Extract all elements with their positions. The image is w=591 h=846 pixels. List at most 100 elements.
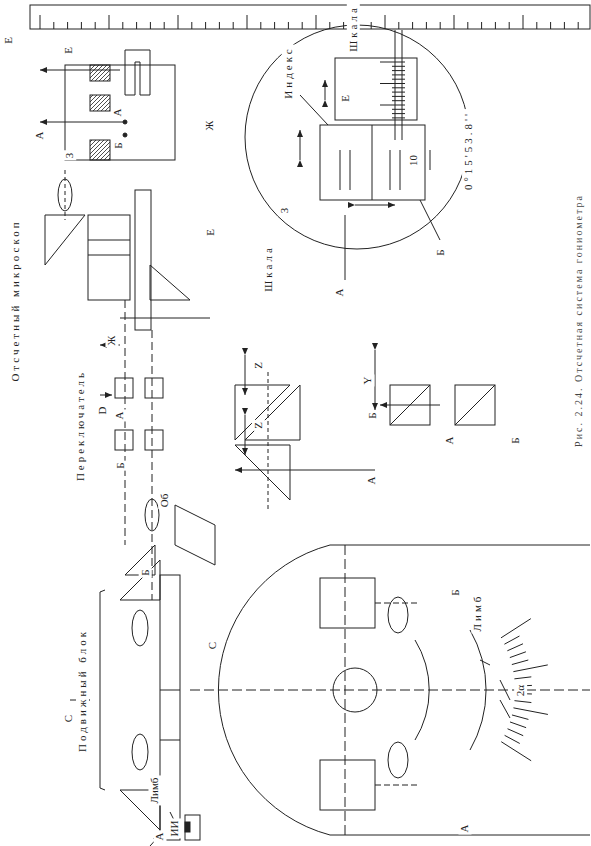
label: Z	[251, 360, 264, 371]
tick	[550, 22, 551, 29]
label: Переключатель	[74, 367, 87, 482]
label: А	[333, 286, 346, 298]
label: А	[365, 474, 378, 486]
tick	[191, 22, 192, 29]
label: 2α	[514, 682, 527, 697]
tick	[564, 22, 565, 29]
tick	[426, 22, 427, 29]
tick	[512, 715, 528, 719]
label: 10	[407, 153, 420, 168]
label: Шкала	[261, 243, 274, 294]
label: Е	[61, 45, 74, 56]
tick	[380, 62, 405, 63]
label: Б	[366, 410, 379, 420]
label: А	[111, 106, 124, 118]
tick	[578, 22, 579, 29]
label: Подвижный блок	[75, 627, 88, 754]
label: Z	[251, 420, 264, 431]
label: Отсчетный микроскоп	[9, 217, 22, 383]
label: З	[63, 150, 76, 160]
label: Б	[114, 460, 127, 470]
tick	[53, 22, 54, 29]
label: Ж	[105, 333, 118, 347]
label: Индекс	[282, 44, 295, 100]
tick	[392, 113, 405, 114]
tick	[81, 22, 82, 29]
tick	[247, 15, 248, 29]
tick	[205, 22, 206, 29]
tick	[67, 22, 68, 29]
label: Е	[338, 93, 351, 104]
tick	[536, 22, 537, 29]
tick	[392, 70, 405, 71]
tick	[150, 22, 151, 29]
tick	[380, 83, 405, 84]
tick	[398, 22, 399, 29]
label: Y	[361, 374, 374, 386]
label: Ж	[203, 118, 216, 132]
tick	[233, 22, 234, 29]
tick	[288, 22, 289, 29]
label: 0°15'53.8''	[462, 108, 475, 191]
tick	[523, 15, 524, 29]
label: ИИ	[168, 818, 181, 838]
tick	[504, 636, 519, 644]
label: Б	[449, 587, 462, 597]
tick	[514, 701, 531, 703]
label: Об	[158, 491, 171, 509]
tick	[513, 708, 547, 715]
label: Е	[203, 227, 216, 238]
tick	[512, 660, 528, 665]
label: С	[206, 639, 219, 650]
label: З	[278, 205, 291, 215]
label: Б	[509, 435, 522, 445]
tick	[505, 735, 520, 743]
tick	[495, 22, 496, 29]
tick	[392, 109, 405, 110]
tick	[392, 66, 405, 67]
label: А	[443, 434, 456, 446]
tick	[95, 22, 96, 29]
label: D	[96, 404, 109, 416]
tick	[392, 96, 405, 97]
tick	[481, 22, 482, 29]
tick	[392, 100, 405, 101]
tick	[440, 22, 441, 29]
label: А	[33, 129, 46, 141]
tick	[260, 22, 261, 29]
label: Е	[1, 35, 14, 46]
tick	[510, 652, 526, 658]
tick	[316, 15, 317, 29]
tick	[274, 22, 275, 29]
tick	[508, 729, 524, 736]
tick	[501, 742, 531, 761]
tick	[385, 15, 386, 29]
tick	[302, 22, 303, 29]
tick	[507, 644, 523, 651]
tick	[392, 74, 405, 75]
label: А	[458, 822, 471, 834]
label: Лимб	[471, 591, 484, 633]
tick	[454, 15, 455, 29]
label: А	[153, 830, 166, 842]
tick	[509, 22, 510, 29]
tick	[392, 117, 405, 118]
tick	[392, 92, 405, 93]
tick	[501, 619, 531, 638]
tick	[178, 15, 179, 29]
tick	[392, 87, 405, 88]
tick	[122, 22, 123, 29]
label: Б	[434, 247, 447, 257]
label: С	[62, 712, 75, 723]
tick	[136, 22, 137, 29]
tick	[380, 105, 405, 106]
label: Шкала	[346, 3, 359, 54]
tick	[164, 22, 165, 29]
tick	[412, 22, 413, 29]
tick	[392, 79, 405, 80]
figure-caption: Рис. 2.24. Отсчетная система гониометра	[572, 194, 583, 447]
tick	[40, 15, 41, 29]
label: Б	[112, 140, 125, 150]
label: Лимб	[148, 775, 161, 805]
